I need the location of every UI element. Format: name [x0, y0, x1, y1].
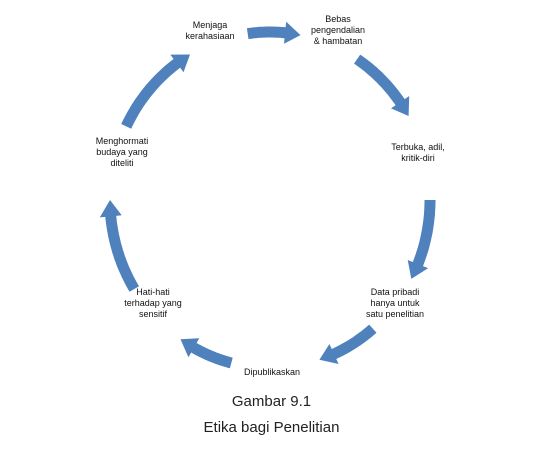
- arrow-left: [99, 200, 139, 292]
- figure-title: Etika bagi Penelitian: [203, 419, 340, 436]
- arrow-lower-right: [319, 324, 377, 364]
- arrow-top: [246, 21, 301, 44]
- figure-number: Gambar 9.1: [231, 393, 312, 410]
- node-terbuka-adil: Terbuka, adil, kritik-diri: [391, 142, 445, 163]
- node-hati-hati: Hati-hati terhadap yang sensitif: [124, 287, 182, 319]
- node-menghormati-budaya: Menghormati budaya yang diteliti: [95, 136, 149, 168]
- arrow-upper-left: [121, 54, 190, 129]
- arrow-right: [407, 200, 436, 279]
- arrow-lower-left: [180, 338, 233, 369]
- node-data-pribadi: Data pribadi hanya untuk satu penelitian: [365, 287, 425, 319]
- node-dipublikaskan: Dipublikaskan: [243, 367, 301, 377]
- arrow-upper-right: [354, 54, 410, 116]
- node-bebas-pengendalian: Bebas pengendalian & hambatan: [310, 14, 366, 46]
- node-menjaga-kerahasiaan: Menjaga kerahasiaan: [185, 20, 235, 41]
